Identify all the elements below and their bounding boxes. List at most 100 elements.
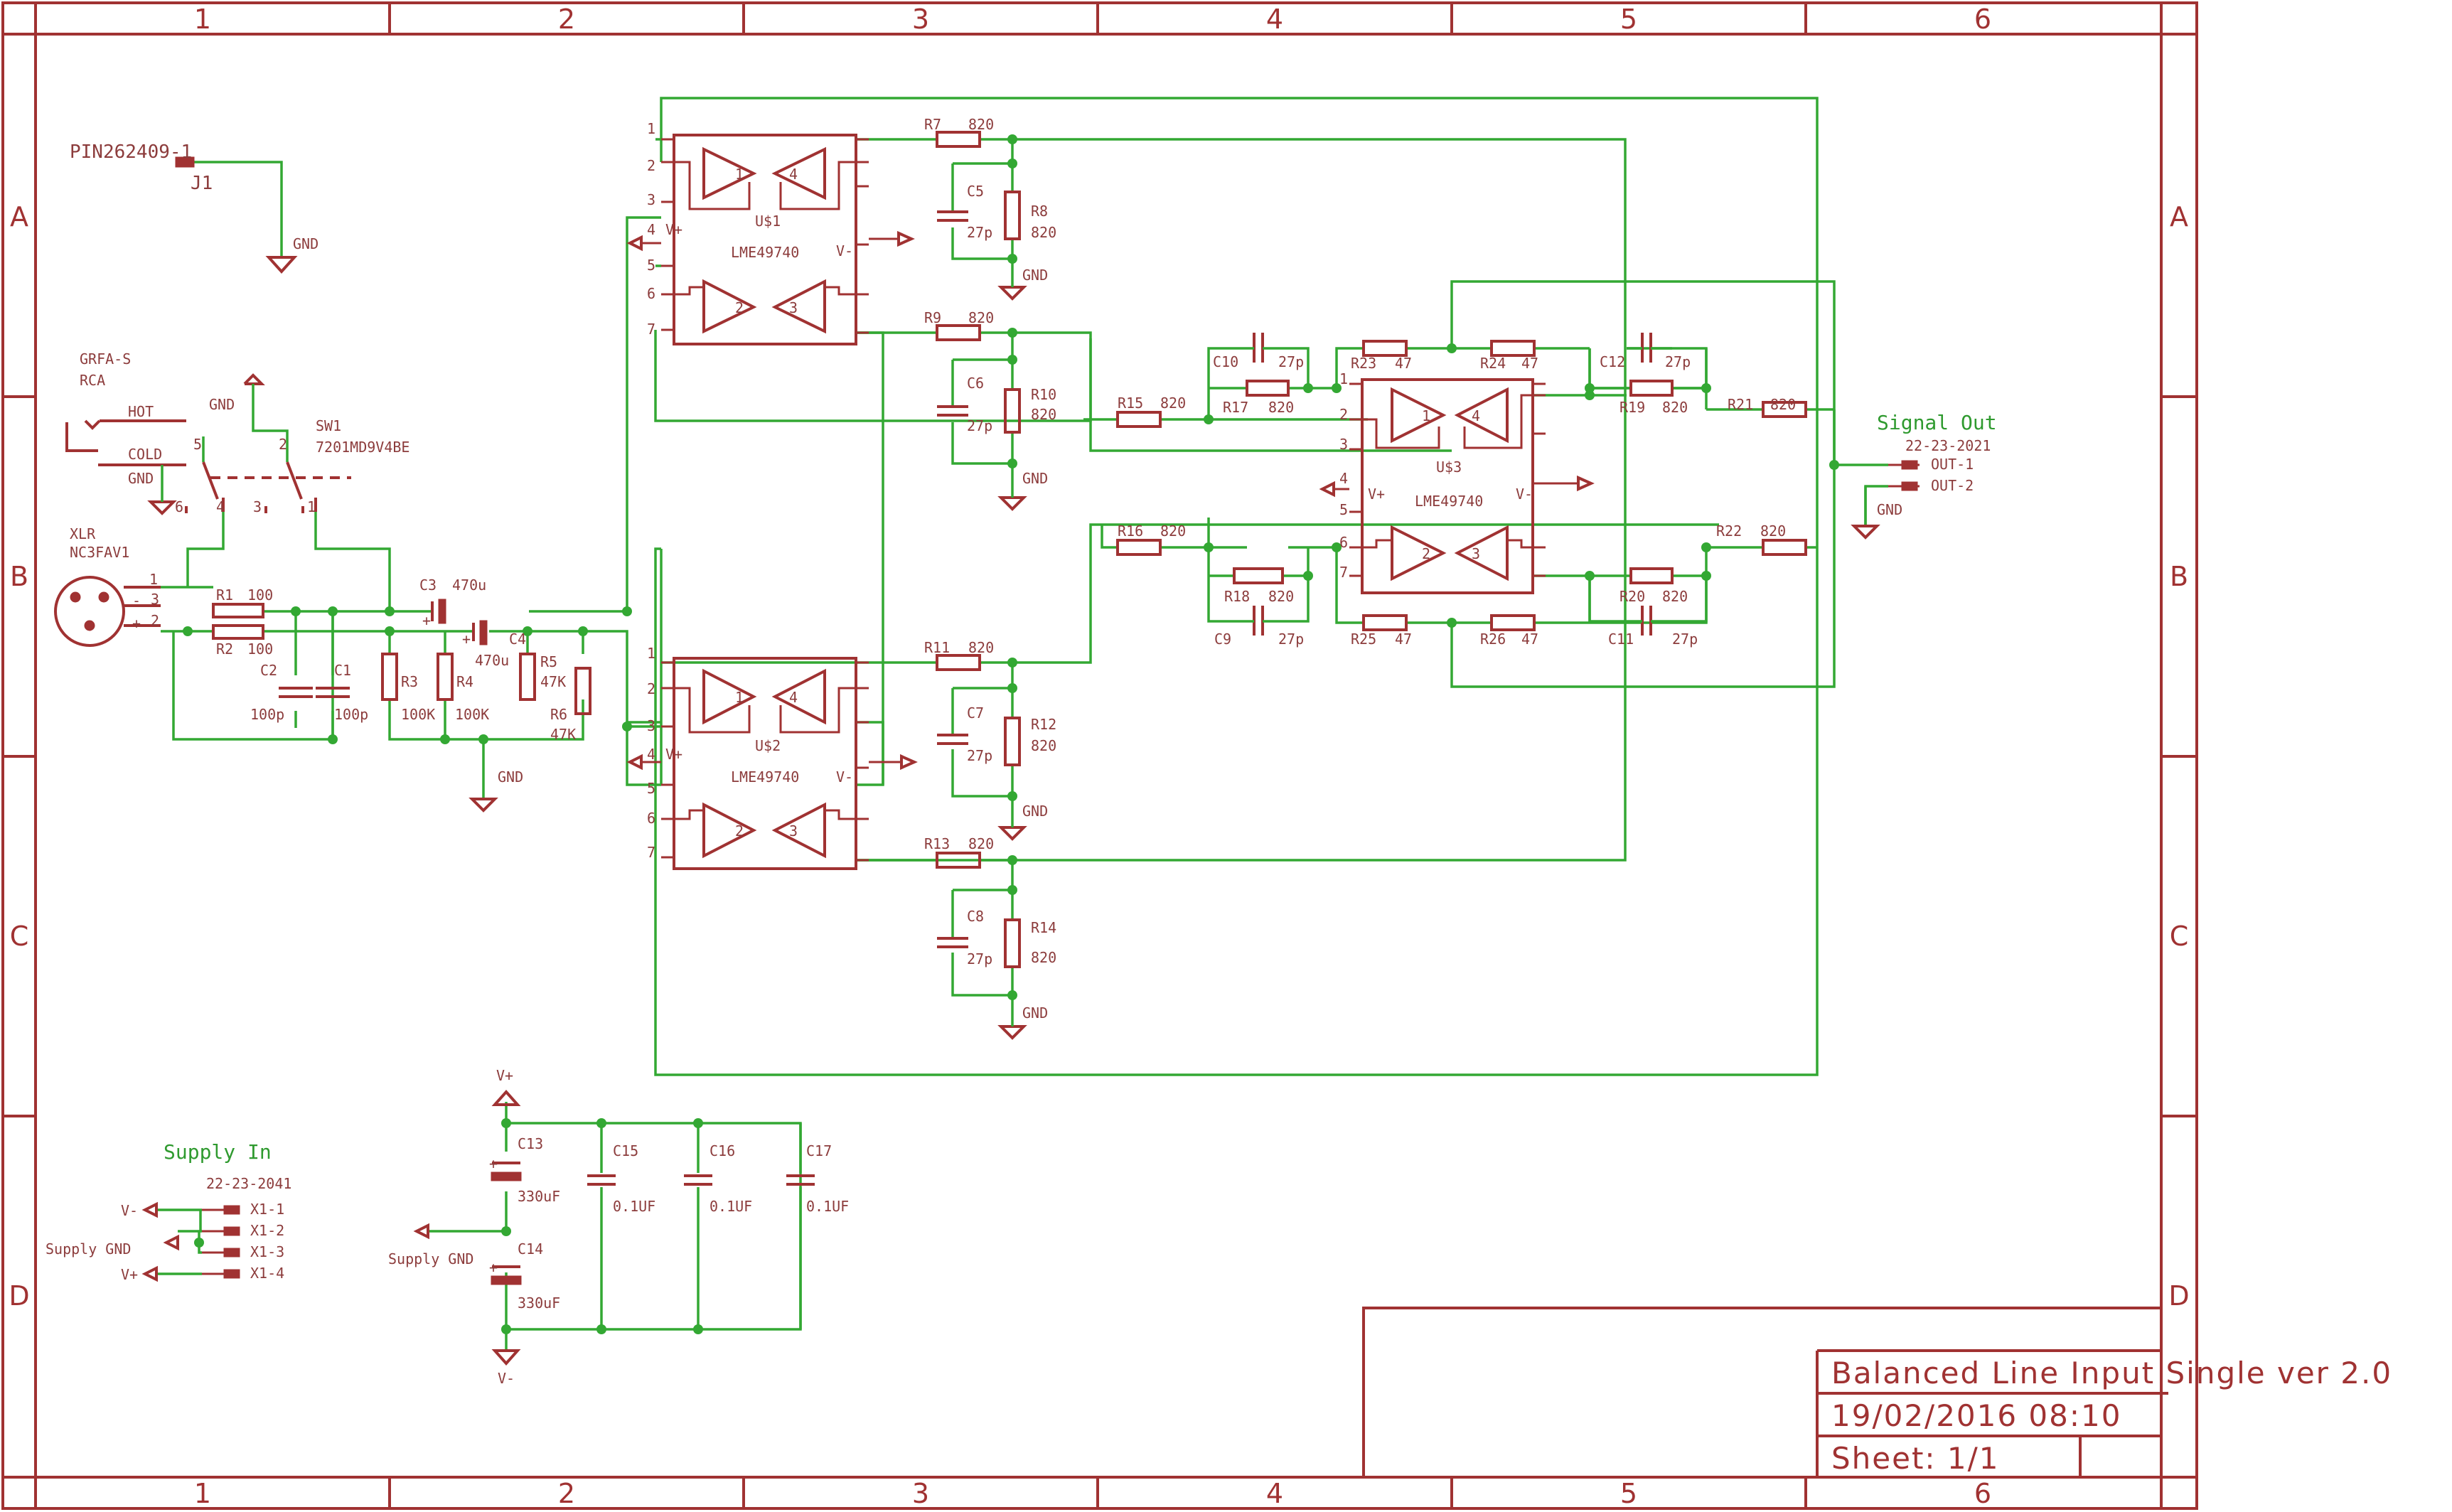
gnd-label: GND xyxy=(498,768,523,786)
j1-name: J1 xyxy=(191,173,213,194)
j1-part: PIN262409-1 xyxy=(70,141,192,163)
svg-text:1: 1 xyxy=(735,166,744,183)
c15-value: 0.1UF xyxy=(613,1198,655,1215)
gnd-label: GND xyxy=(209,396,235,413)
r1-value: 100 xyxy=(247,586,273,604)
row-label: C xyxy=(2170,921,2189,952)
c12-value: 27p xyxy=(1665,353,1691,370)
r19-name: R19 xyxy=(1620,399,1645,416)
ground-icon xyxy=(997,286,1027,301)
gnd-label: GND xyxy=(1877,501,1902,518)
r23-name: R23 xyxy=(1351,355,1376,372)
svg-text:4: 4 xyxy=(216,498,225,515)
col-label: 2 xyxy=(558,1478,575,1509)
r1-name: R1 xyxy=(216,586,233,604)
svg-text:2: 2 xyxy=(151,612,159,629)
ground-icon xyxy=(265,256,298,274)
c11-value: 27p xyxy=(1672,631,1698,648)
gnd-label: GND xyxy=(1022,470,1048,487)
rca-cold-label: COLD xyxy=(128,446,162,463)
signal-out-connector: Signal Out 22-23-2021 OUT-1 OUT-2 GND xyxy=(1851,411,1997,540)
opamp-u1: 1 4 2 3 U$1 LME49740 12 34 56 7 V+ V- xyxy=(626,120,915,345)
svg-text:7: 7 xyxy=(647,321,655,338)
xlr-name: XLR xyxy=(70,525,96,542)
svg-text:7: 7 xyxy=(647,844,655,861)
sw1-part: 7201MD9V4BE xyxy=(316,439,409,456)
svg-text:2: 2 xyxy=(647,157,655,174)
r12-value: 820 xyxy=(1031,737,1056,754)
col-label: 5 xyxy=(1620,1478,1637,1509)
u3-part: LME49740 xyxy=(1415,493,1483,510)
svg-text:V-: V- xyxy=(836,768,853,786)
c3-name: C3 xyxy=(419,577,437,594)
svg-text:4: 4 xyxy=(1339,470,1348,487)
r20-name: R20 xyxy=(1620,588,1645,605)
col-label: 4 xyxy=(1266,1478,1283,1509)
u2-name: U$2 xyxy=(755,737,781,754)
power-vplus-icon xyxy=(491,1089,521,1106)
zone-labels: 1 2 3 4 5 6 1 2 3 4 5 6 A B C D A B C D xyxy=(9,4,2189,1509)
supply-part: 22-23-2041 xyxy=(206,1175,291,1192)
svg-text:5: 5 xyxy=(647,257,655,274)
svg-text:4: 4 xyxy=(789,689,798,706)
r15-value: 820 xyxy=(1160,395,1186,412)
svg-text:1: 1 xyxy=(1339,370,1348,387)
r6-value: 47K xyxy=(550,726,576,743)
sw1-name: SW1 xyxy=(316,417,341,434)
svg-text:3: 3 xyxy=(647,191,655,208)
svg-text:4: 4 xyxy=(1472,407,1480,424)
supply-in-connector: Supply In 22-23-2041 X1-1 X1-2 X1-3 X1-4… xyxy=(45,1140,291,1283)
r10-value: 820 xyxy=(1031,406,1056,423)
r4-value: 100K xyxy=(455,706,489,723)
supply-gnd-rail-label: Supply GND xyxy=(388,1250,473,1267)
r14-value: 820 xyxy=(1031,949,1056,966)
resistor-r1 xyxy=(212,603,264,618)
c5-name: C5 xyxy=(967,183,984,200)
drawing-date: 19/02/2016 08:10 xyxy=(1831,1398,2121,1433)
resistor-r7 xyxy=(936,131,981,148)
col-label: 6 xyxy=(1974,4,1991,35)
u2-part: LME49740 xyxy=(731,768,799,786)
rca-part: GRFA-S xyxy=(80,350,131,368)
r20-value: 820 xyxy=(1662,588,1688,605)
r15-name: R15 xyxy=(1118,395,1143,412)
r5-name: R5 xyxy=(540,653,557,670)
out-1: OUT-1 xyxy=(1931,456,1974,473)
resistor-r15 xyxy=(1116,411,1162,428)
resistor-r18 xyxy=(1233,567,1284,584)
r18-value: 820 xyxy=(1268,588,1294,605)
resistor-r12 xyxy=(1004,717,1021,766)
drawing-title: Balanced Line Input Single ver 2.0 xyxy=(1831,1356,2392,1390)
out-2: OUT-2 xyxy=(1931,477,1974,494)
svg-text:2: 2 xyxy=(735,299,744,316)
gnd-label: GND xyxy=(293,235,318,252)
resistor-r26 xyxy=(1490,614,1536,631)
r2-name: R2 xyxy=(216,640,233,658)
gnd-label: GND xyxy=(1022,1004,1048,1022)
junctions xyxy=(183,134,1839,1334)
ground-icon xyxy=(469,798,498,813)
col-label: 1 xyxy=(194,1478,211,1509)
resistor-r17 xyxy=(1246,380,1290,397)
opamp-u3: 1 4 2 3 U$3 LME49740 12 34 56 7 V+ V- xyxy=(1319,370,1595,594)
rca-hot-label: HOT xyxy=(128,403,154,420)
svg-text:2: 2 xyxy=(1422,545,1430,562)
c4-name: C4 xyxy=(509,631,526,648)
r21-name: R21 xyxy=(1728,396,1753,413)
svg-text:2: 2 xyxy=(1339,406,1348,423)
r4-name: R4 xyxy=(456,673,473,690)
c13-name: C13 xyxy=(518,1135,543,1152)
c2-value: 100p xyxy=(250,706,284,723)
c9-name: C9 xyxy=(1214,631,1231,648)
r5-value: 47K xyxy=(540,673,566,690)
drawing-frame xyxy=(1,1,2198,1510)
resistor-r25 xyxy=(1362,614,1408,631)
svg-text:3: 3 xyxy=(1339,436,1348,453)
r7-value: 820 xyxy=(968,116,994,133)
r11-name: R11 xyxy=(924,639,950,656)
ground-icon xyxy=(997,1025,1027,1040)
resistor-r3 xyxy=(381,653,398,701)
c16-name: C16 xyxy=(710,1142,735,1159)
resistor-r24 xyxy=(1490,340,1536,357)
c10-value: 27p xyxy=(1278,353,1304,370)
